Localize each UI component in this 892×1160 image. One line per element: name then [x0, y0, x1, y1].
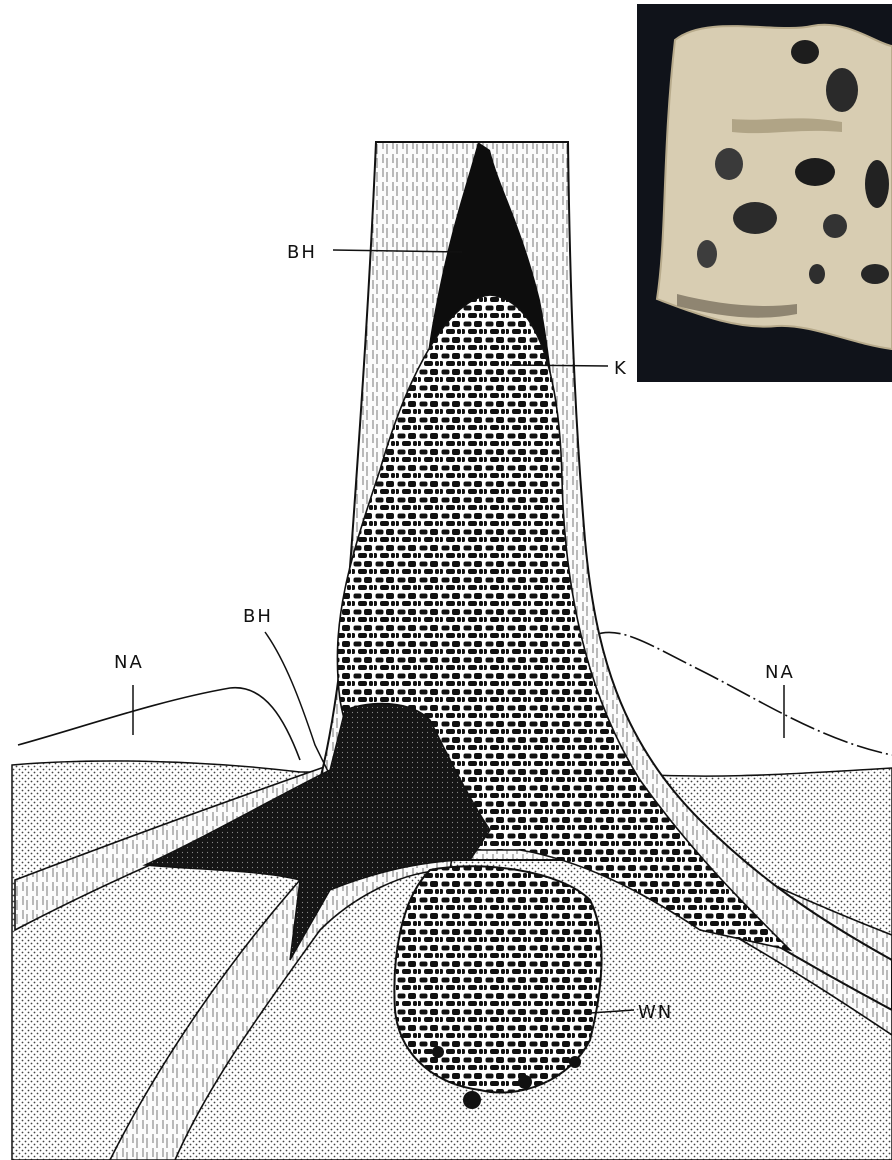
wood-hole: [791, 40, 819, 64]
label-wn: WN: [638, 1002, 673, 1023]
wood-tunnel: [732, 118, 842, 133]
wood-damage-photo: [637, 4, 892, 382]
nest-blob: [463, 1091, 481, 1109]
wood-hole: [826, 68, 858, 112]
ground-surface-left: [18, 688, 300, 760]
wood-hole: [861, 264, 889, 284]
label-k: K: [614, 358, 628, 379]
nest-blob: [569, 1056, 581, 1068]
label-bh-upper: BH: [287, 242, 317, 263]
label-na-left: NA: [114, 652, 144, 673]
wood-hole: [823, 214, 847, 238]
wood-hole: [865, 160, 889, 208]
leader-k: [510, 365, 608, 366]
nest-blob: [432, 1046, 444, 1058]
wood-hole: [795, 158, 835, 186]
wood-hole: [715, 148, 743, 180]
label-bh-lower: BH: [243, 606, 273, 627]
wood-hole: [809, 264, 825, 284]
ground-surface-right: [595, 632, 892, 755]
nest-blob: [518, 1075, 532, 1089]
wood-hole: [697, 240, 717, 268]
label-na-right: NA: [765, 662, 795, 683]
wood-hole: [733, 202, 777, 234]
